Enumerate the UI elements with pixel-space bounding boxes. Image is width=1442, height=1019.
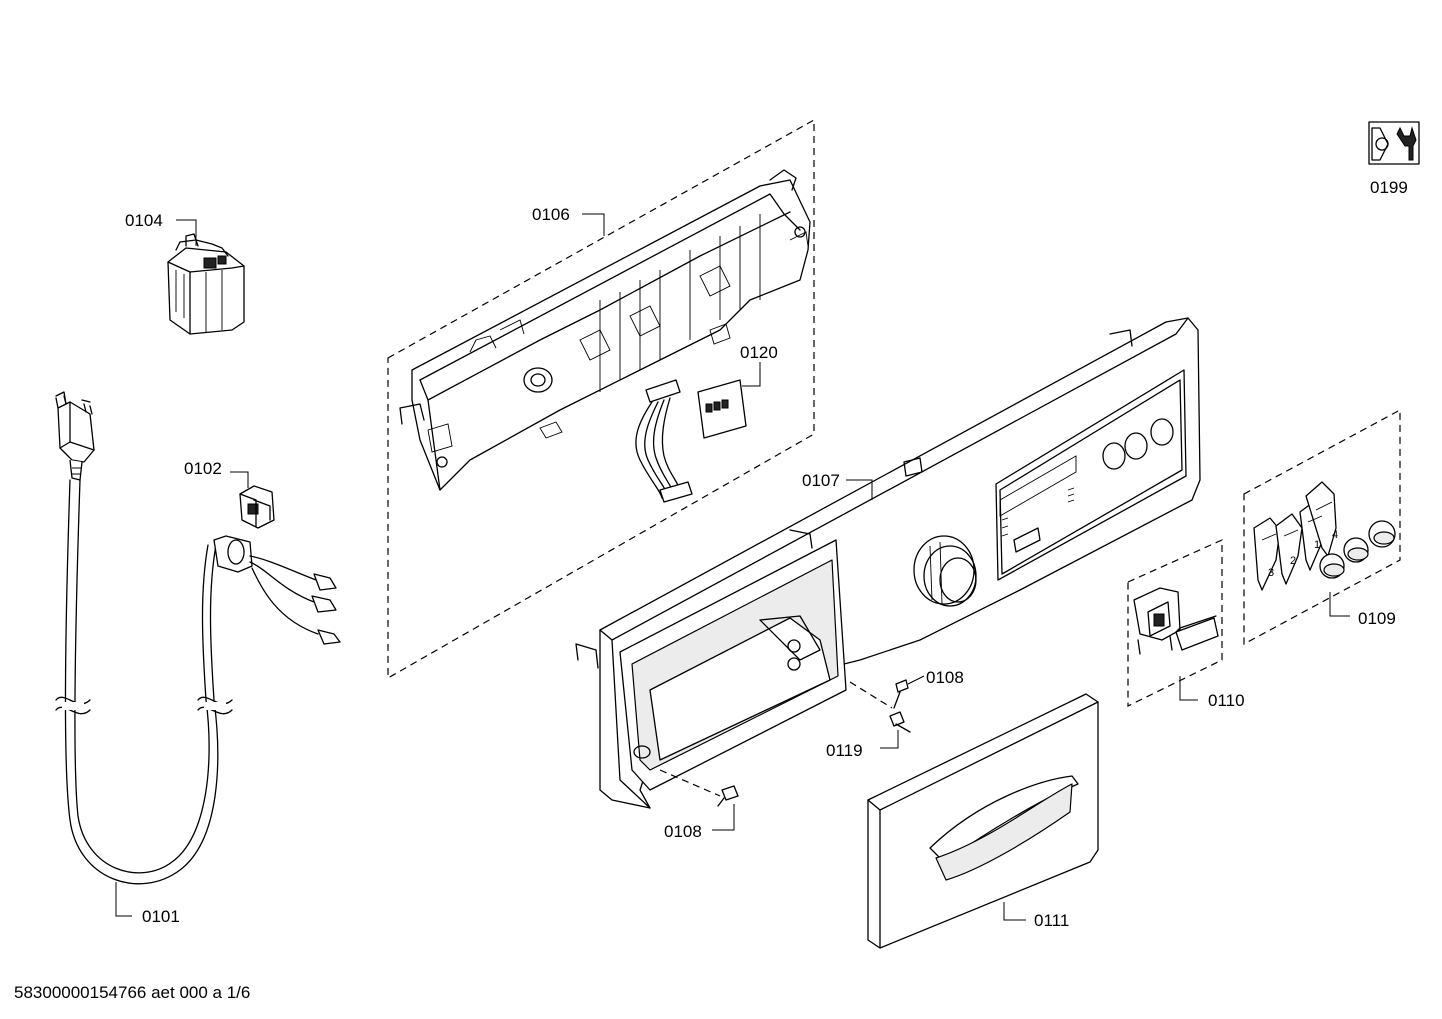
part-label-0107: 0107 [802, 471, 840, 490]
assembly-group-0110 [1127, 539, 1223, 707]
knob-digit-1: 1 [1314, 539, 1320, 551]
wire-harness [635, 379, 693, 503]
knob-digit-4: 4 [1332, 529, 1338, 541]
electronic-module [399, 169, 811, 491]
part-label-0101: 0101 [142, 907, 180, 926]
interference-filter [167, 233, 245, 335]
part-label-0110: 0110 [1208, 691, 1245, 710]
screw-0119 [889, 711, 911, 733]
screw-0108-lower [717, 785, 739, 807]
assembly-group-0109 [1243, 408, 1401, 646]
selector-knobs: 3 2 1 4 [1253, 481, 1396, 591]
part-label-0106: 0106 [532, 205, 570, 224]
control-panel-fascia [575, 317, 1201, 809]
switch-button-0110 [1133, 587, 1219, 655]
screw-0108-upper [893, 679, 909, 709]
detergent-drawer-handle [867, 693, 1099, 949]
part-label-0108-upper: 0108 [926, 668, 964, 687]
part-label-0102: 0102 [184, 459, 222, 478]
assembly-group-0106 [387, 118, 815, 680]
part-label-0119: 0119 [826, 741, 863, 760]
power-cord [55, 391, 341, 885]
connector-clip [239, 485, 275, 529]
part-label-0109: 0109 [1358, 609, 1396, 628]
part-label-0108-lower: 0108 [664, 822, 702, 841]
part-label-0111: 0111 [1034, 911, 1069, 930]
document-id: 58300000154766 aet 000 a 1/6 [14, 983, 250, 1002]
part-label-0120: 0120 [740, 343, 778, 362]
knob-digit-3: 3 [1268, 567, 1274, 579]
part-label-0199: 0199 [1370, 178, 1408, 197]
display-board [697, 379, 747, 439]
service-tool-icon [1368, 121, 1420, 165]
part-label-0104: 0104 [125, 211, 163, 230]
knob-digit-2: 2 [1290, 555, 1296, 567]
